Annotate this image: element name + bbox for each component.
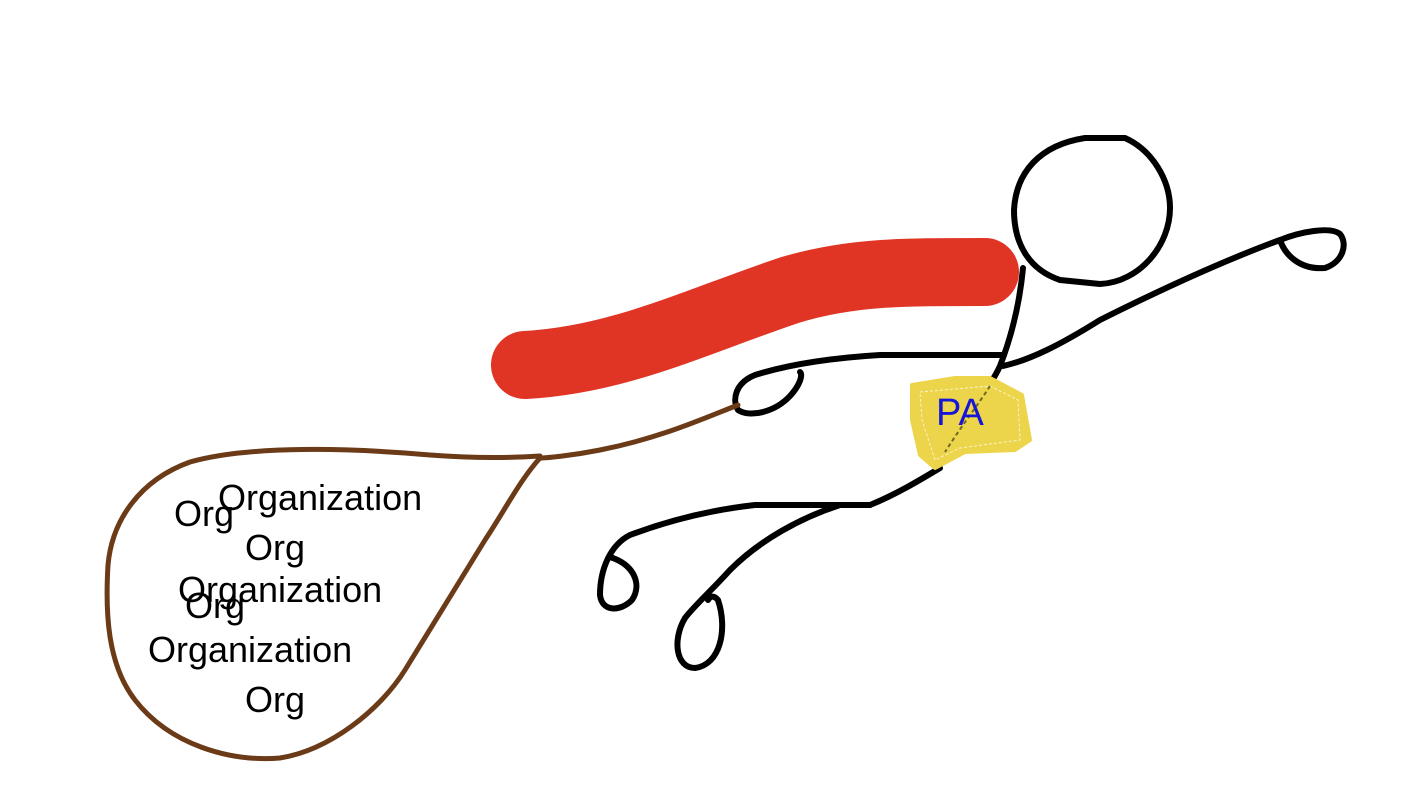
sack-icon xyxy=(104,446,543,762)
chest-badge-icon xyxy=(910,376,1032,470)
sack-label-org: Org xyxy=(185,585,245,626)
sack-label-organization: Organization xyxy=(178,569,382,610)
sack-label-org: Org xyxy=(245,527,305,568)
torso-line xyxy=(867,465,943,508)
raised-arm-icon xyxy=(1000,227,1347,369)
badge-crossing-line xyxy=(944,385,991,453)
badge-label: PA xyxy=(936,392,985,434)
cape-stroke-icon xyxy=(491,238,1019,399)
rope-icon xyxy=(537,402,741,461)
lower-leg-icon xyxy=(674,502,843,671)
upper-leg-icon xyxy=(597,502,873,612)
sack-label-org: Org xyxy=(174,493,234,534)
head-icon xyxy=(1011,135,1173,287)
sack-label-organization: Organization xyxy=(218,477,422,518)
sack-label-org: Org xyxy=(245,679,305,720)
sack-label-organization: Organization xyxy=(148,629,352,670)
badge-inner-outline xyxy=(919,385,1021,461)
